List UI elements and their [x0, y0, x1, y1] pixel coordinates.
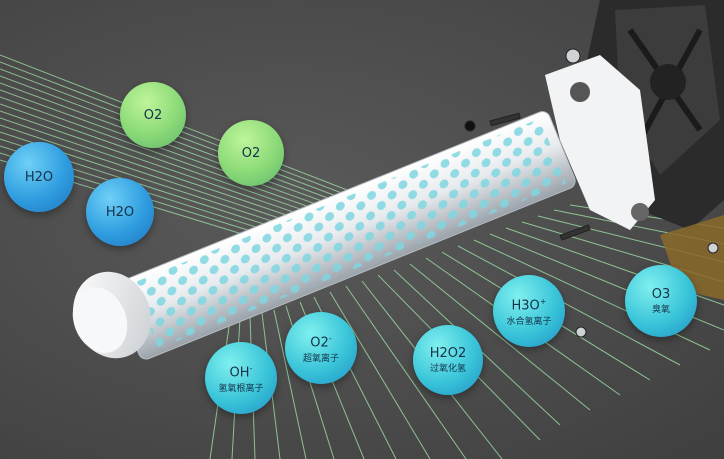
- peroxide-formula: H2O2: [429, 345, 467, 361]
- ozone-label: 臭氧: [651, 304, 670, 315]
- peroxide-label: 过氧化氢: [429, 363, 466, 374]
- o2-bubble: O2: [218, 120, 284, 186]
- hydronium-formula: H3O: [511, 298, 540, 314]
- o2-formula: O2: [241, 145, 261, 161]
- hydroxide-formula: OH: [229, 365, 250, 381]
- o2-bubble: O2: [120, 82, 186, 148]
- h2o-formula: H2O: [105, 204, 135, 220]
- hydronium-label: 水合氢离子: [506, 316, 552, 327]
- tube-end-cap: [72, 271, 151, 359]
- hydronium-charge: +: [539, 297, 547, 307]
- screws: [464, 48, 719, 338]
- hydroxide-charge: -: [249, 364, 253, 374]
- o2-formula: O2: [143, 107, 163, 123]
- h2o-bubble: H2O: [86, 178, 154, 246]
- superoxide-label: 超氧离子: [302, 353, 339, 364]
- ozone-bubble: O3 臭氧: [625, 265, 697, 337]
- ozone-formula: O3: [651, 286, 671, 302]
- hydroxide-label: 氢氧根离子: [218, 383, 264, 394]
- hydroxide-bubble: OH- 氢氧根离子: [205, 342, 277, 414]
- h2o-bubble: H2O: [4, 142, 74, 212]
- hydronium-bubble: H3O+ 水合氢离子: [493, 275, 565, 347]
- fan-assembly: [545, 0, 724, 300]
- peroxide-bubble: H2O2 过氧化氢: [413, 325, 483, 395]
- superoxide-charge: -: [328, 334, 332, 344]
- h2o-formula: H2O: [24, 169, 54, 185]
- superoxide-formula: O2: [310, 335, 329, 351]
- superoxide-bubble: O2- 超氧离子: [285, 312, 357, 384]
